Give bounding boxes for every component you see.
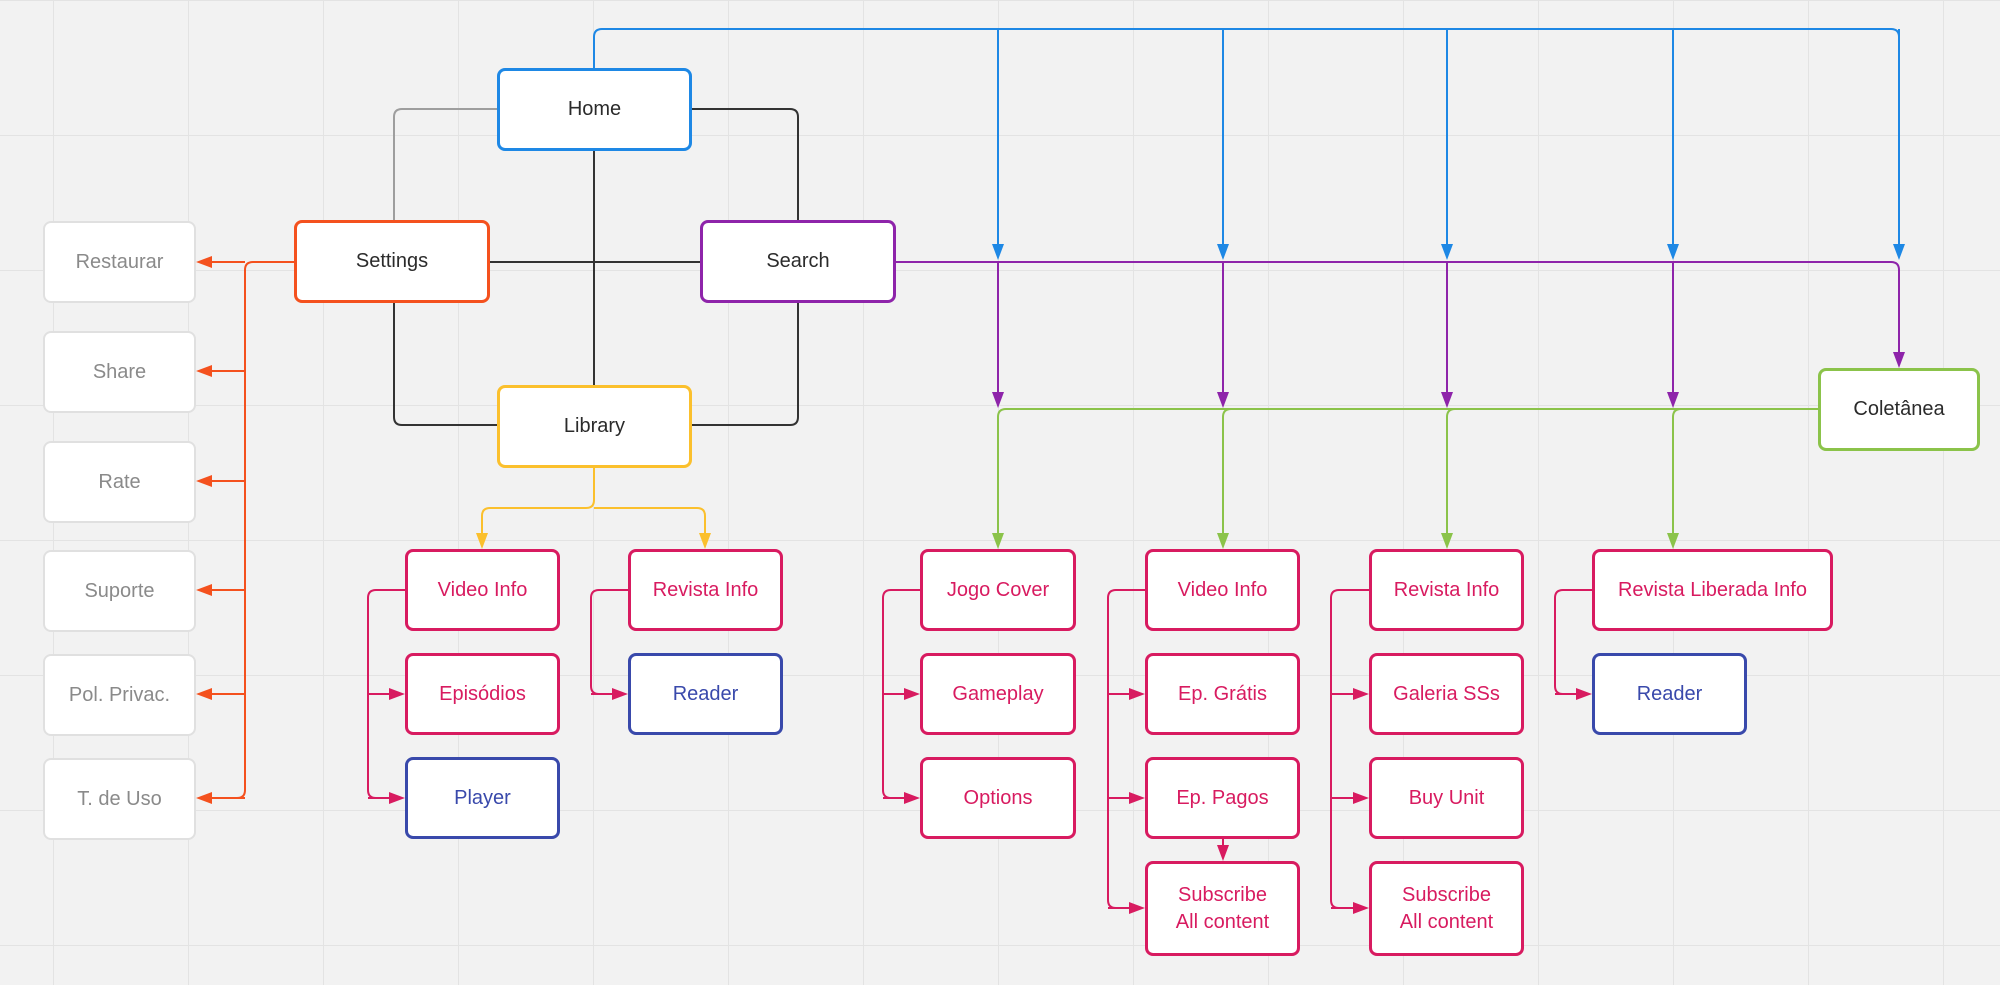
- arrowhead: [1667, 244, 1679, 260]
- node-subscribe-video[interactable]: Subscribe All content: [1145, 861, 1300, 956]
- home-bus-connector: [593, 28, 1900, 68]
- node-library-player[interactable]: Player: [405, 757, 560, 839]
- search-bus-connector: [896, 261, 1900, 364]
- node-jogo-cover[interactable]: Jogo Cover: [920, 549, 1076, 631]
- arrowhead: [1667, 392, 1679, 408]
- coletanea-drop-0: [1222, 408, 1232, 545]
- arrowhead: [1353, 688, 1369, 700]
- arrowhead: [1217, 392, 1229, 408]
- connector-17: [1554, 589, 1592, 695]
- arrowhead: [196, 792, 212, 804]
- search-library-connector: [692, 303, 799, 426]
- node-rate[interactable]: Rate: [43, 441, 196, 523]
- arrowhead: [196, 584, 212, 596]
- arrowhead: [1441, 533, 1453, 549]
- arrowhead: [992, 244, 1004, 260]
- arrowhead: [196, 365, 212, 377]
- node-video-info[interactable]: Video Info: [1145, 549, 1300, 631]
- node-options[interactable]: Options: [920, 757, 1076, 839]
- settings-library-connector: [393, 303, 497, 426]
- coletanea-bus-connector: [997, 408, 1818, 545]
- arrowhead: [904, 688, 920, 700]
- node-library[interactable]: Library: [497, 385, 692, 468]
- node-coletanea[interactable]: Coletânea: [1818, 368, 1980, 451]
- node-library-video-info[interactable]: Video Info: [405, 549, 560, 631]
- arrowhead: [992, 533, 1004, 549]
- library-fork-right: [594, 507, 706, 545]
- arrowhead: [1129, 792, 1145, 804]
- arrowhead: [389, 792, 405, 804]
- settings-tree-connector: [200, 261, 294, 799]
- coletanea-drop-2: [1672, 408, 1682, 545]
- node-buy-unit[interactable]: Buy Unit: [1369, 757, 1524, 839]
- arrowhead: [992, 392, 1004, 408]
- node-share[interactable]: Share: [43, 331, 196, 413]
- arrowhead: [1576, 688, 1592, 700]
- node-galeria-sss[interactable]: Galeria SSs: [1369, 653, 1524, 735]
- arrowhead: [196, 688, 212, 700]
- arrowhead: [389, 688, 405, 700]
- node-home[interactable]: Home: [497, 68, 692, 151]
- node-pol-privac[interactable]: Pol. Privac.: [43, 654, 196, 736]
- node-termos-de-uso[interactable]: T. de Uso: [43, 758, 196, 840]
- arrowhead: [1129, 688, 1145, 700]
- arrowhead: [1441, 392, 1453, 408]
- node-library-revista-info[interactable]: Revista Info: [628, 549, 783, 631]
- arrowhead: [904, 792, 920, 804]
- library-fork-left: [481, 468, 595, 545]
- arrowhead: [699, 533, 711, 549]
- arrowhead: [196, 475, 212, 487]
- connector-13: [1330, 589, 1369, 909]
- arrowhead: [1129, 902, 1145, 914]
- node-revista-liberada-info[interactable]: Revista Liberada Info: [1592, 549, 1833, 631]
- node-revista-info[interactable]: Revista Info: [1369, 549, 1524, 631]
- arrowhead: [1353, 792, 1369, 804]
- node-ep-pagos[interactable]: Ep. Pagos: [1145, 757, 1300, 839]
- home-settings-connector: [393, 108, 497, 220]
- connector-4: [590, 589, 628, 695]
- arrowhead: [1667, 533, 1679, 549]
- connector-9: [1107, 589, 1145, 909]
- arrowhead: [1441, 244, 1453, 260]
- node-library-reader[interactable]: Reader: [628, 653, 783, 735]
- node-ep-gratis[interactable]: Ep. Grátis: [1145, 653, 1300, 735]
- node-gameplay[interactable]: Gameplay: [920, 653, 1076, 735]
- arrowhead: [1353, 902, 1369, 914]
- node-subscribe-revista[interactable]: Subscribe All content: [1369, 861, 1524, 956]
- arrowhead: [196, 256, 212, 268]
- node-search[interactable]: Search: [700, 220, 896, 303]
- home-search-connector: [692, 108, 799, 220]
- arrowhead: [612, 688, 628, 700]
- arrowhead: [476, 533, 488, 549]
- arrowhead: [1217, 244, 1229, 260]
- node-library-episodios[interactable]: Episódios: [405, 653, 560, 735]
- node-suporte[interactable]: Suporte: [43, 550, 196, 632]
- arrowhead: [1893, 244, 1905, 260]
- coletanea-drop-1: [1446, 408, 1456, 545]
- node-restaurar[interactable]: Restaurar: [43, 221, 196, 303]
- arrowhead: [1217, 845, 1229, 861]
- arrowhead: [1217, 533, 1229, 549]
- node-liberada-reader[interactable]: Reader: [1592, 653, 1747, 735]
- arrowhead: [1893, 352, 1905, 368]
- node-settings[interactable]: Settings: [294, 220, 490, 303]
